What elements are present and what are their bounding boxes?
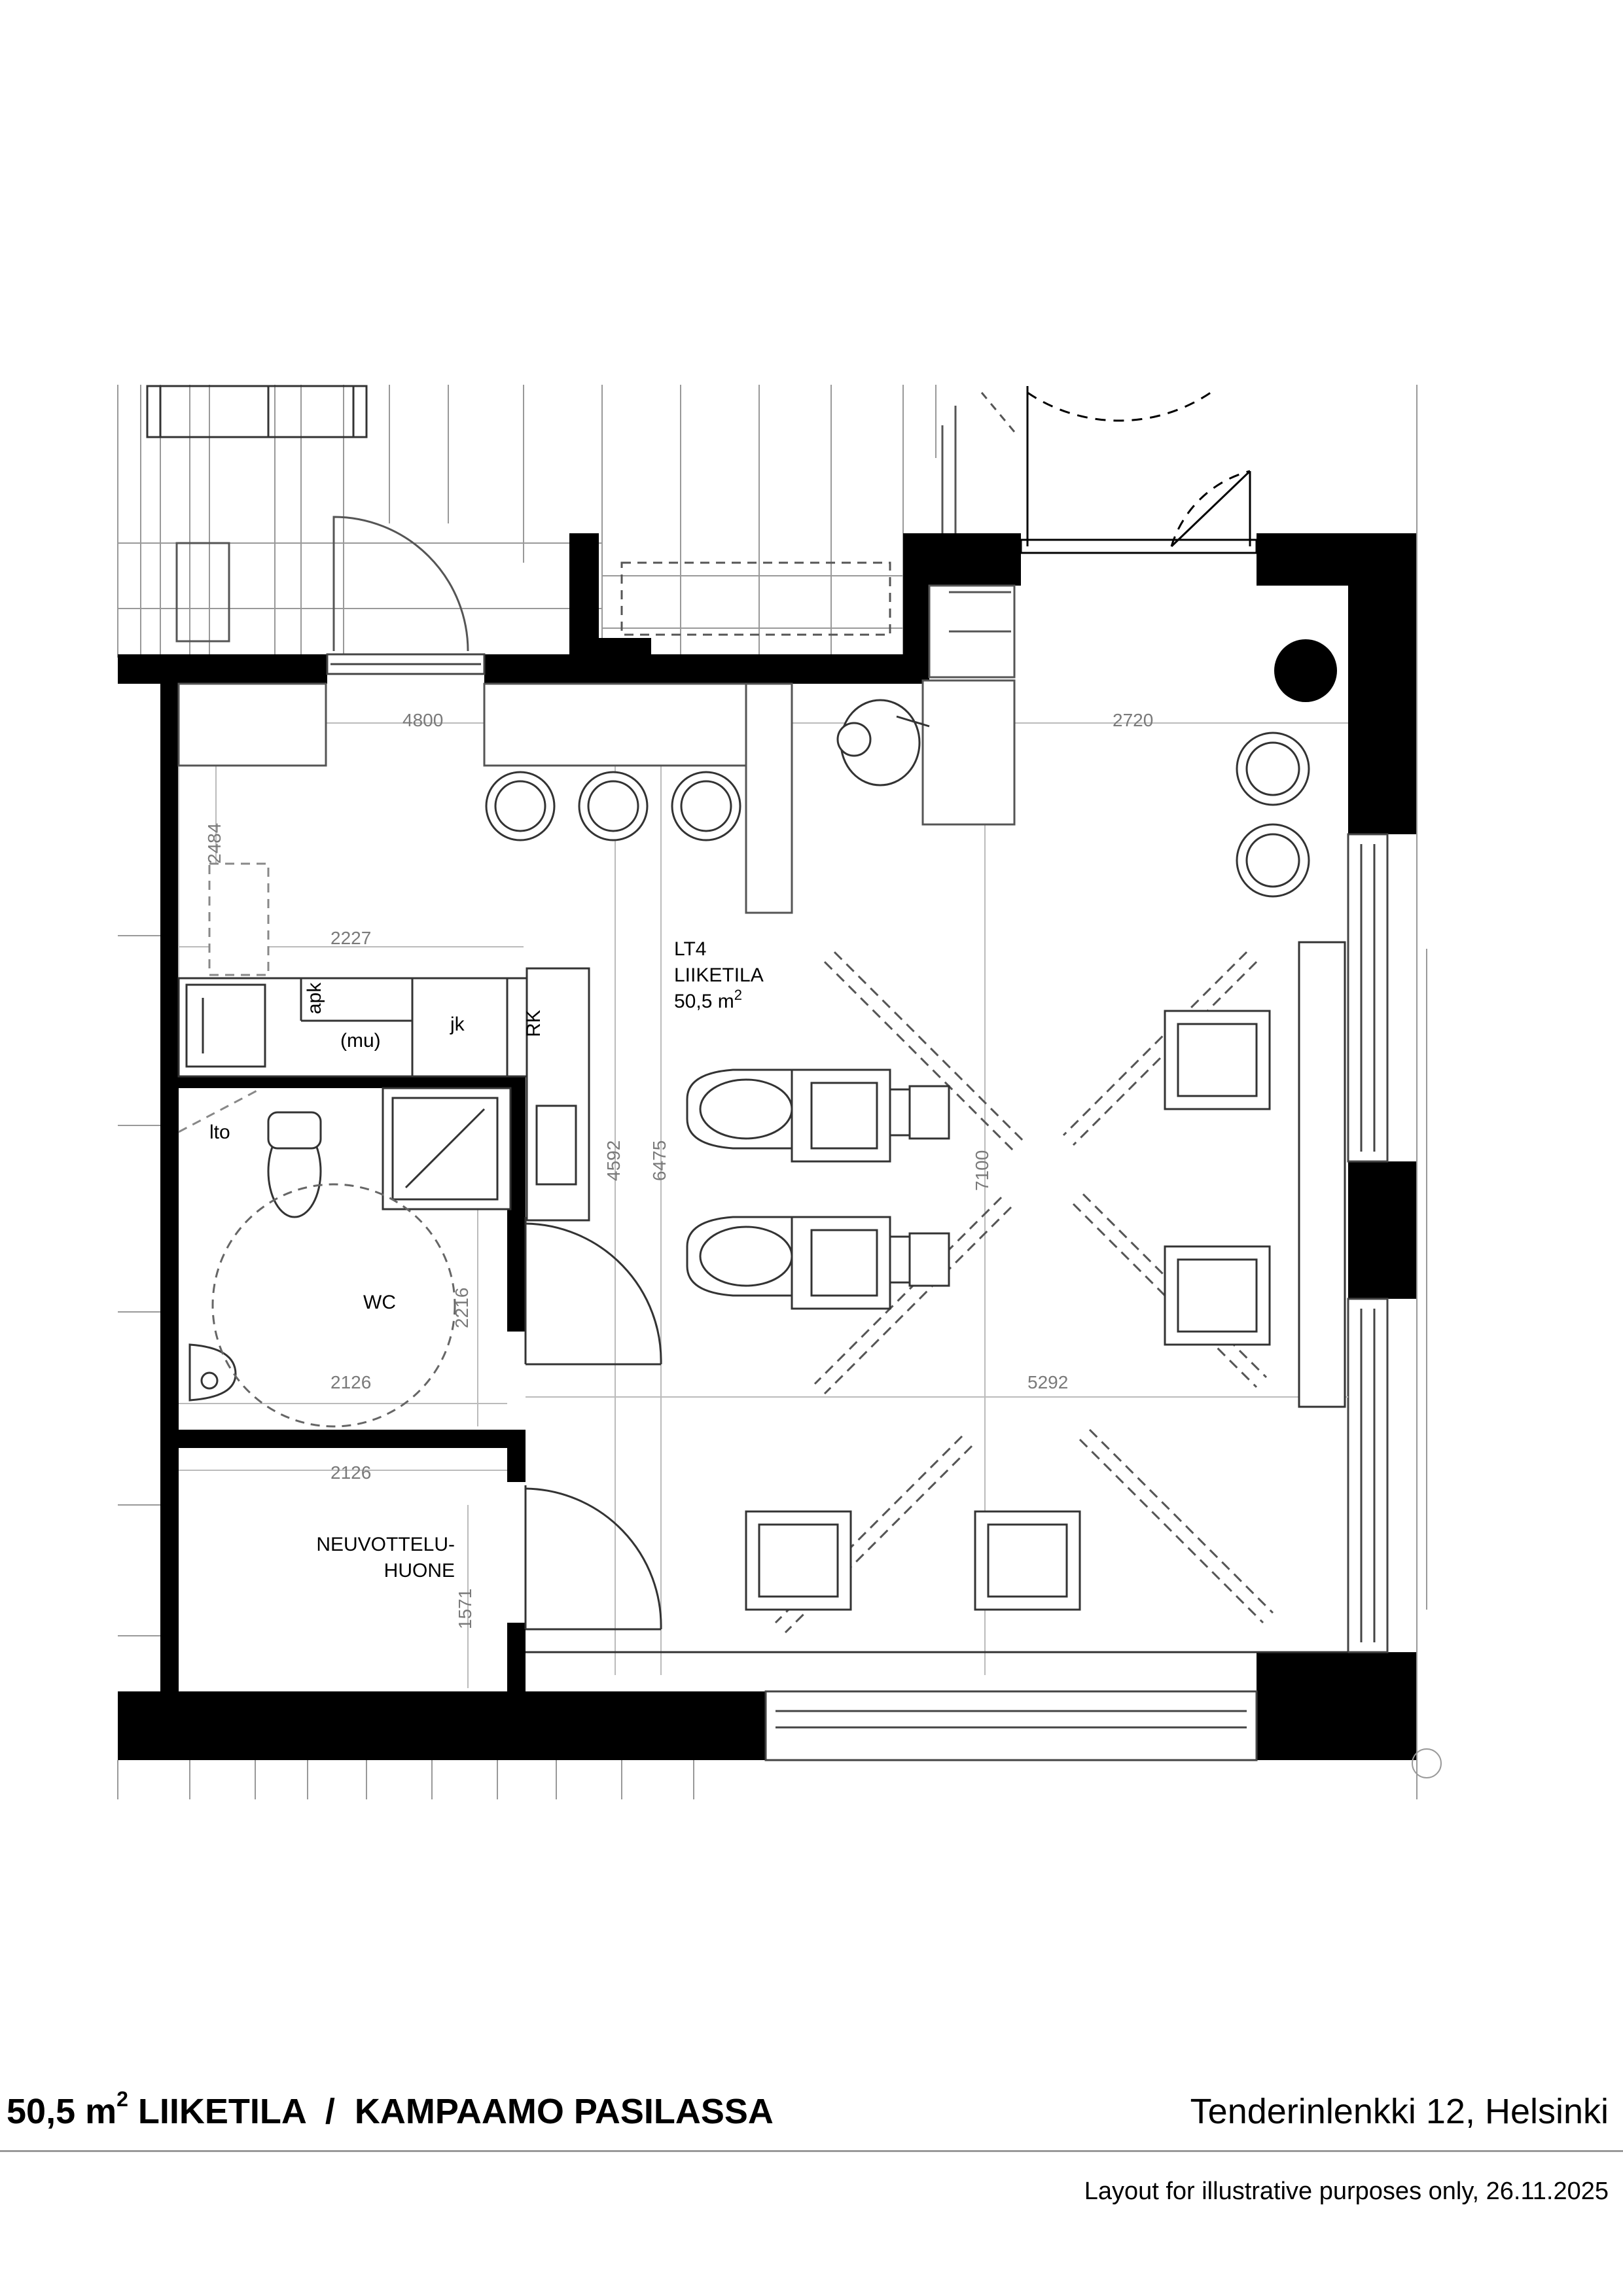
wc-fixtures [178,1087,512,1402]
neighbour-sofa [146,385,368,438]
walls [118,533,1417,1760]
neighbour-area [117,385,936,658]
room-area: 50,5 m2 [674,987,742,1012]
dim-4592: 4592 [603,1140,624,1181]
styling-chairs [745,941,1346,1611]
dim-1571: 1571 [455,1589,475,1629]
jk-label: jk [450,1014,465,1035]
apk-label: apk [304,982,325,1014]
dim-7100: 7100 [972,1150,992,1191]
dim-2720: 2720 [1113,710,1153,730]
neighbour-details [175,392,1016,652]
meeting-room-label-1: NEUVOTTELU- [316,1534,455,1555]
mu-label: (mu) [340,1030,381,1051]
bar-stools [485,732,1310,898]
footer-divider [0,2150,1623,2152]
kitchenette [177,862,590,1222]
room-name: LIIKETILA [674,964,764,986]
entry-door [1020,386,1258,554]
windows [326,653,1389,1761]
disclaimer-note: Layout for illustrative purposes only, 2… [1084,2178,1609,2205]
interior-doors [524,1217,1348,1653]
dim-2126-wc: 2126 [330,1372,371,1392]
listing-address: Tenderinlenkki 12, Helsinki [1190,2092,1609,2131]
dim-2126-meeting: 2126 [330,1462,371,1483]
reception-counter [177,584,1016,914]
dim-2484: 2484 [204,823,224,864]
column [1274,639,1337,702]
exterior-lines [117,385,1442,1799]
person-figure [836,699,930,786]
wash-units [686,1069,950,1310]
dim-6475: 6475 [649,1140,669,1181]
room-code: LT4 [674,938,706,960]
rk-label: RK [523,1010,544,1037]
listing-title: 50,5 m2 LIIKETILA / KAMPAAMO PASILASSA [7,2087,774,2131]
wc-label: WC [363,1292,396,1313]
dim-4800: 4800 [402,710,443,730]
wc-turning-circle [211,1183,456,1428]
meeting-room-label-2: HUONE [384,1560,455,1581]
lto-label: lto [209,1122,230,1143]
dim-5292: 5292 [1027,1372,1068,1392]
dim-2227: 2227 [330,928,371,948]
dim-2216: 2216 [452,1288,472,1328]
